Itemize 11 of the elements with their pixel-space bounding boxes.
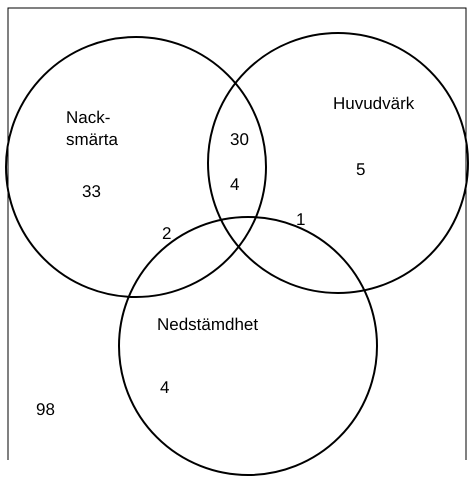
set-label: Nedstämdhet xyxy=(157,314,260,336)
region-count: 30 xyxy=(230,130,249,150)
set-label: Nack- smärta xyxy=(66,107,119,151)
outside-count: 98 xyxy=(36,400,55,420)
region-count: 2 xyxy=(162,224,172,244)
region-count: 33 xyxy=(82,182,101,202)
region-count: 1 xyxy=(296,210,306,230)
region-count: 4 xyxy=(230,175,240,195)
set-label: Huvudvärk xyxy=(333,93,416,115)
region-count: 5 xyxy=(356,160,366,180)
region-count: 4 xyxy=(160,378,170,398)
